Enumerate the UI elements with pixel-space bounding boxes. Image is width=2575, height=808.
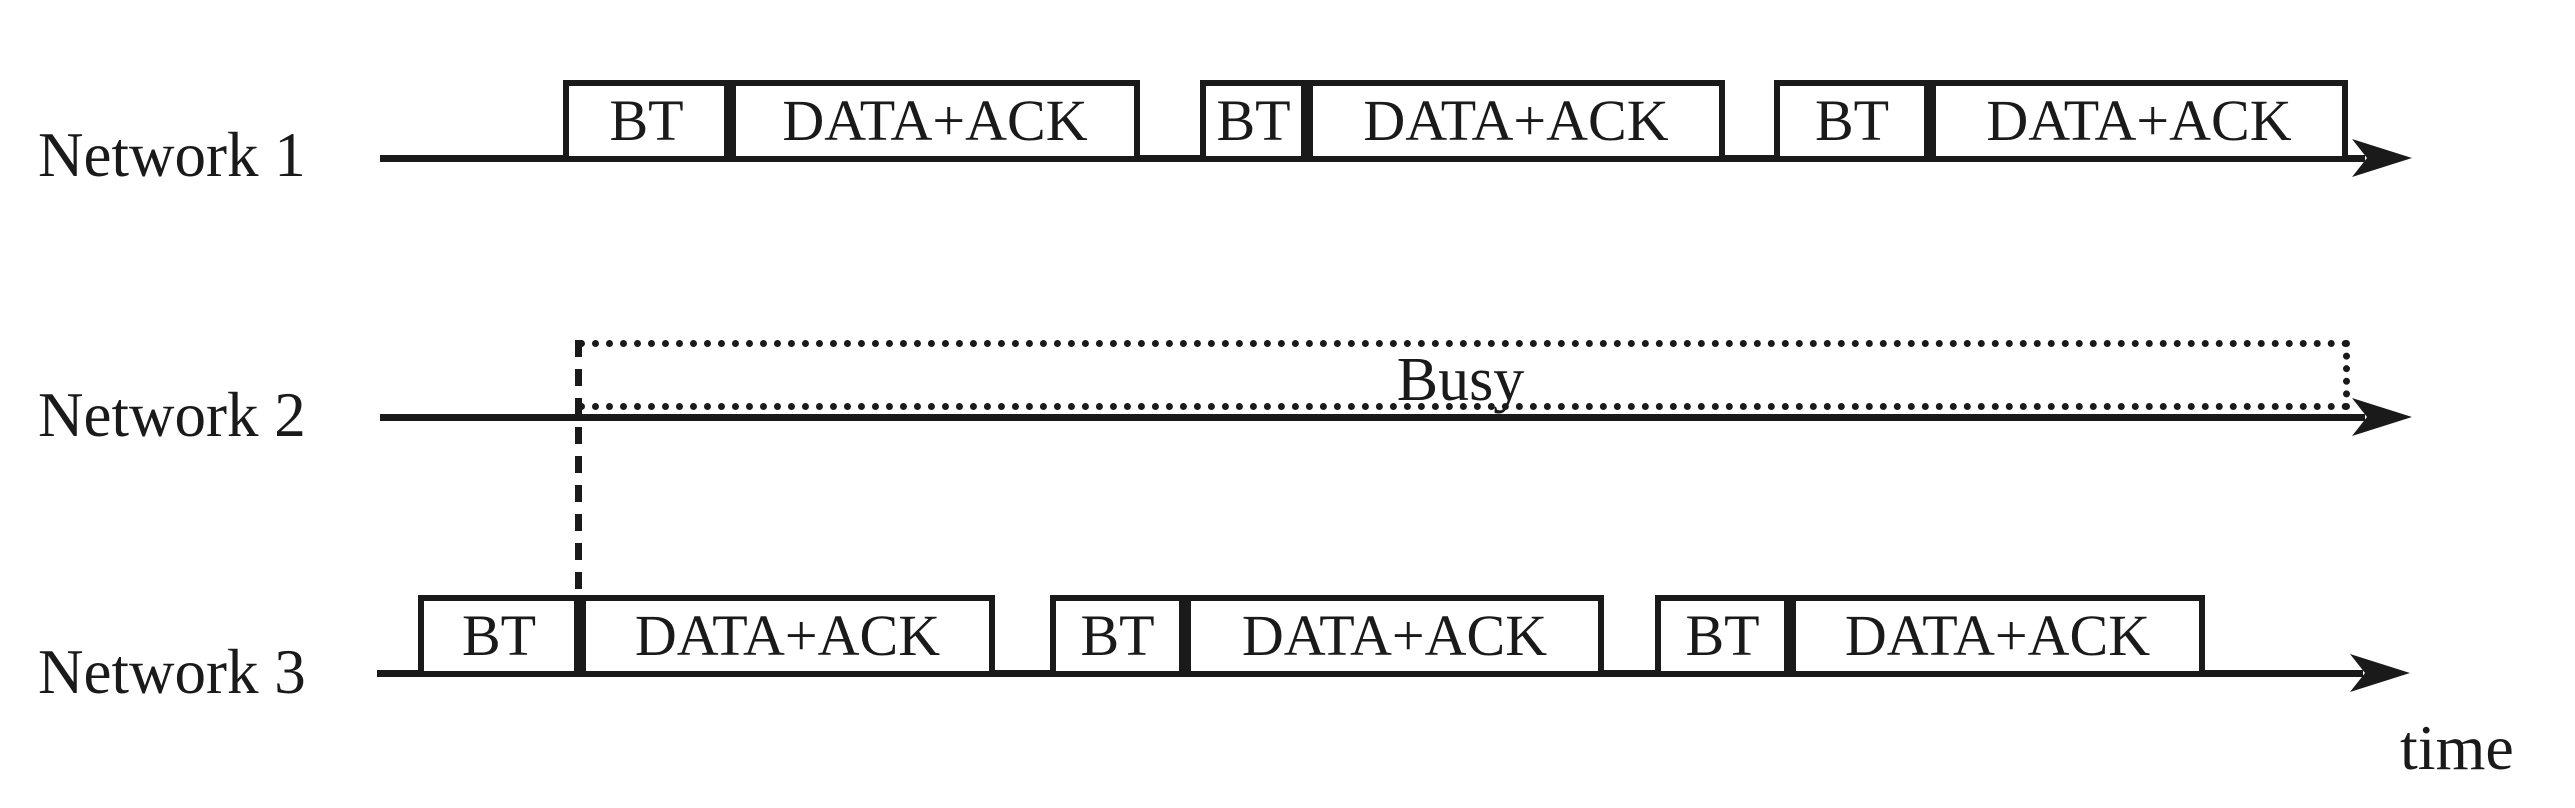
time-axis-label: time [2400,712,2514,783]
bt-box: BT [1774,80,1930,162]
data-ack-box: DATA+ACK [1790,595,2205,677]
data-ack-box: DATA+ACK [580,595,995,677]
network-2-timeline [380,414,2365,421]
data-ack-box: DATA+ACK [1185,595,1604,677]
network-2-label: Network 2 [38,380,306,450]
bt-box: BT [1200,80,1307,162]
bt-box: BT [418,595,580,677]
bt-box: BT [563,80,730,162]
busy-label: Busy [1396,346,1525,414]
network-3-arrowhead-icon [2350,654,2410,692]
network-3-label: Network 3 [38,637,306,707]
data-ack-box: DATA+ACK [730,80,1140,162]
bt-box: BT [1050,595,1185,677]
network-2-arrowhead-icon [2352,398,2412,436]
busy-region-box: Busy [578,340,2350,414]
busy-start-alignment-line [575,340,582,597]
network-1-label: Network 1 [38,120,306,190]
data-ack-box: DATA+ACK [1930,80,2348,162]
bt-box: BT [1655,595,1790,677]
network-1-arrowhead-icon [2352,139,2412,177]
data-ack-box: DATA+ACK [1307,80,1725,162]
